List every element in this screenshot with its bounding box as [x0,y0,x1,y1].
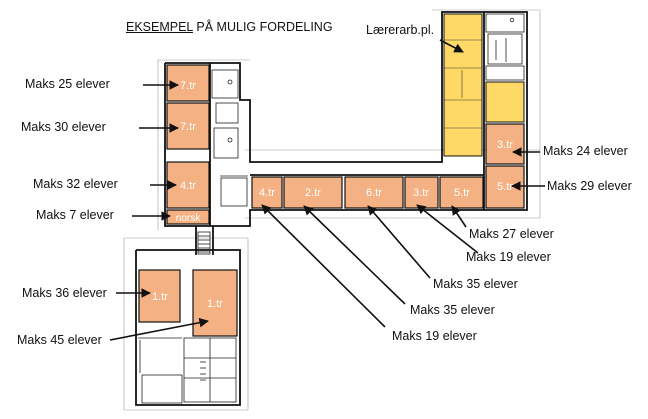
room-label-2tr: 2.tr [305,187,321,199]
arrow-4tr-corridor [261,204,386,328]
teacher-area-right [485,81,525,123]
room-label-1tr-right: 1.tr [207,298,223,310]
capacity-arrows [109,39,545,341]
arrow-2tr [303,205,406,305]
label-7tr-lower: Maks 30 elever [21,120,106,134]
room-3tr-east [485,123,525,165]
teacher-area-left [443,13,483,157]
room-3tr-corridor [404,176,439,209]
arrow-6tr [367,205,431,279]
label-4tr-west: Maks 32 elever [33,177,118,191]
room-label-6tr: 6.tr [366,187,382,199]
label-3tr-east: Maks 24 elever [543,144,628,158]
arrow-3tr-corridor [416,204,479,254]
arrow-teacher [439,39,464,53]
building-walls [135,11,528,406]
label-teacher-workspace: Lærerarb.pl. [366,23,435,37]
interior-details [138,13,525,404]
arrow-1tr-right [109,317,209,341]
label-2tr: Maks 35 elever [410,303,495,317]
label-5tr-corridor: Maks 27 elever [469,227,554,241]
label-norsk: Maks 7 elever [36,208,114,222]
room-label-4tr-west: 4.tr [180,180,196,192]
room-label-7tr-upper: 7.tr [180,80,196,92]
label-1tr-right: Maks 45 elever [17,333,102,347]
teacher-workspace [443,13,525,157]
classrooms [138,64,525,337]
room-label-5tr-east: 5.tr [497,181,513,193]
room-5tr-corridor [439,176,484,209]
room-5tr-east [485,165,525,209]
title-rest: PÅ MULIG FORDELING [192,20,333,34]
room-label-1tr-left: 1.tr [152,291,168,303]
room-label-norsk: norsk [176,213,201,224]
label-4tr-corridor: Maks 19 elever [392,329,477,343]
label-1tr-left: Maks 36 elever [22,286,107,300]
room-label-7tr-lower: 7.tr [180,121,196,133]
label-7tr-upper: Maks 25 elever [25,77,110,91]
room-label-5tr-corridor: 5.tr [454,187,470,199]
room-label-4tr-corridor: 4.tr [259,187,275,199]
room-label-3tr-corridor: 3.tr [413,187,429,199]
diagram-title: EKSEMPEL PÅ MULIG FORDELING [126,20,333,34]
room-labels: 7.tr 7.tr 4.tr norsk 4.tr 2.tr 6.tr 3.tr… [152,80,513,310]
title-underlined: EKSEMPEL [126,20,193,34]
label-5tr-east: Maks 29 elever [547,179,632,193]
label-3tr-corridor: Maks 19 elever [466,250,551,264]
label-6tr: Maks 35 elever [433,277,518,291]
arrow-5tr-corridor [451,205,467,228]
room-label-3tr-east: 3.tr [497,139,513,151]
